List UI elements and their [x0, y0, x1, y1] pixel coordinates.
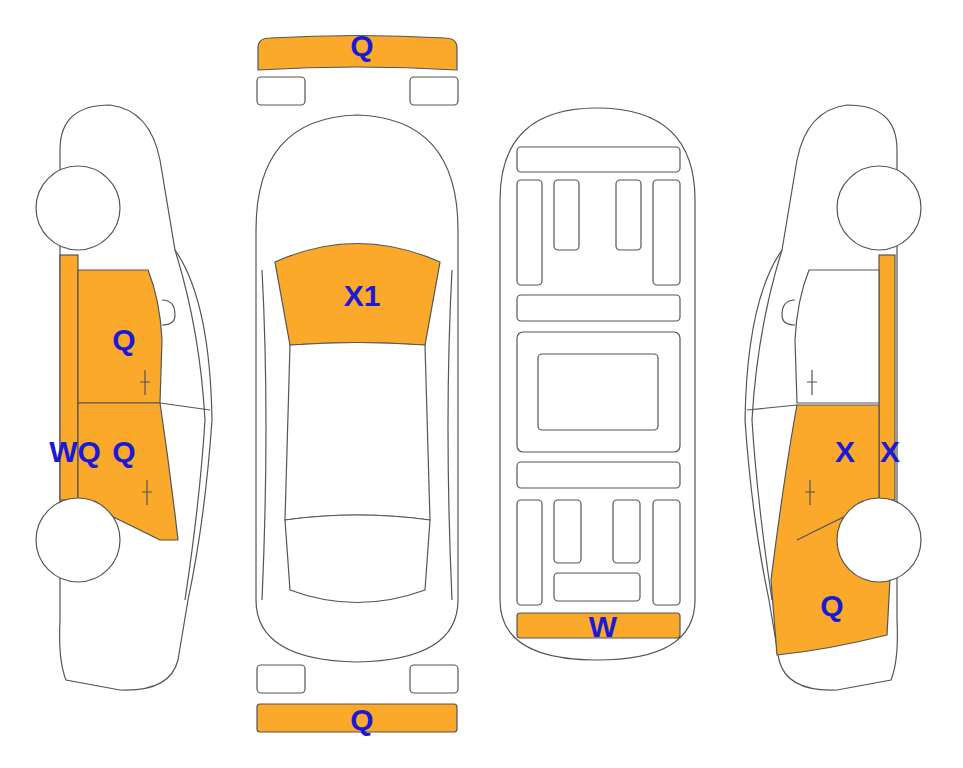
- damage-code: Q: [112, 325, 135, 355]
- body-line: [160, 300, 210, 410]
- body-line: [747, 300, 797, 410]
- window-line: [175, 250, 205, 600]
- taillight: [257, 665, 305, 693]
- door-handle: [140, 370, 152, 505]
- windshield: [275, 244, 440, 346]
- front-door: [795, 270, 879, 403]
- panel: [517, 332, 680, 452]
- panel: [613, 500, 640, 563]
- panel: [554, 500, 581, 563]
- car-body-top: [256, 115, 458, 662]
- damage-code: X: [880, 437, 900, 467]
- left-side-view: [36, 105, 212, 690]
- damage-code: Q: [350, 705, 373, 735]
- damage-code: Q: [350, 31, 373, 61]
- panel: [653, 500, 680, 605]
- panel: [517, 462, 680, 488]
- door-handle: [805, 370, 817, 505]
- panel: [554, 573, 640, 601]
- panel: [538, 354, 658, 430]
- damage-code: W: [589, 612, 617, 642]
- taillight: [410, 665, 458, 693]
- headlight: [257, 77, 305, 105]
- panel: [517, 180, 542, 285]
- damage-code: Q: [820, 591, 843, 621]
- damage-code: X1: [344, 281, 381, 311]
- panel: [517, 500, 542, 605]
- panel: [517, 147, 680, 172]
- damage-code: Q: [112, 437, 135, 467]
- window-line: [752, 250, 782, 600]
- damage-code: WQ: [49, 437, 101, 467]
- headlight: [410, 77, 458, 105]
- damage-code: X: [835, 437, 855, 467]
- underbody: [500, 108, 695, 660]
- wheel: [837, 166, 921, 250]
- wheel: [36, 166, 120, 250]
- top-view: [256, 36, 458, 733]
- right-side-view: [745, 105, 921, 690]
- rear-window: [285, 515, 430, 603]
- panel: [554, 180, 579, 250]
- roof: [285, 343, 430, 521]
- wheel: [36, 498, 120, 582]
- panel: [517, 295, 680, 321]
- wheel: [837, 498, 921, 582]
- panel: [616, 180, 641, 250]
- panel: [653, 180, 680, 285]
- body-line: [262, 270, 452, 600]
- underside-view: [500, 108, 695, 660]
- front-door: [78, 270, 162, 403]
